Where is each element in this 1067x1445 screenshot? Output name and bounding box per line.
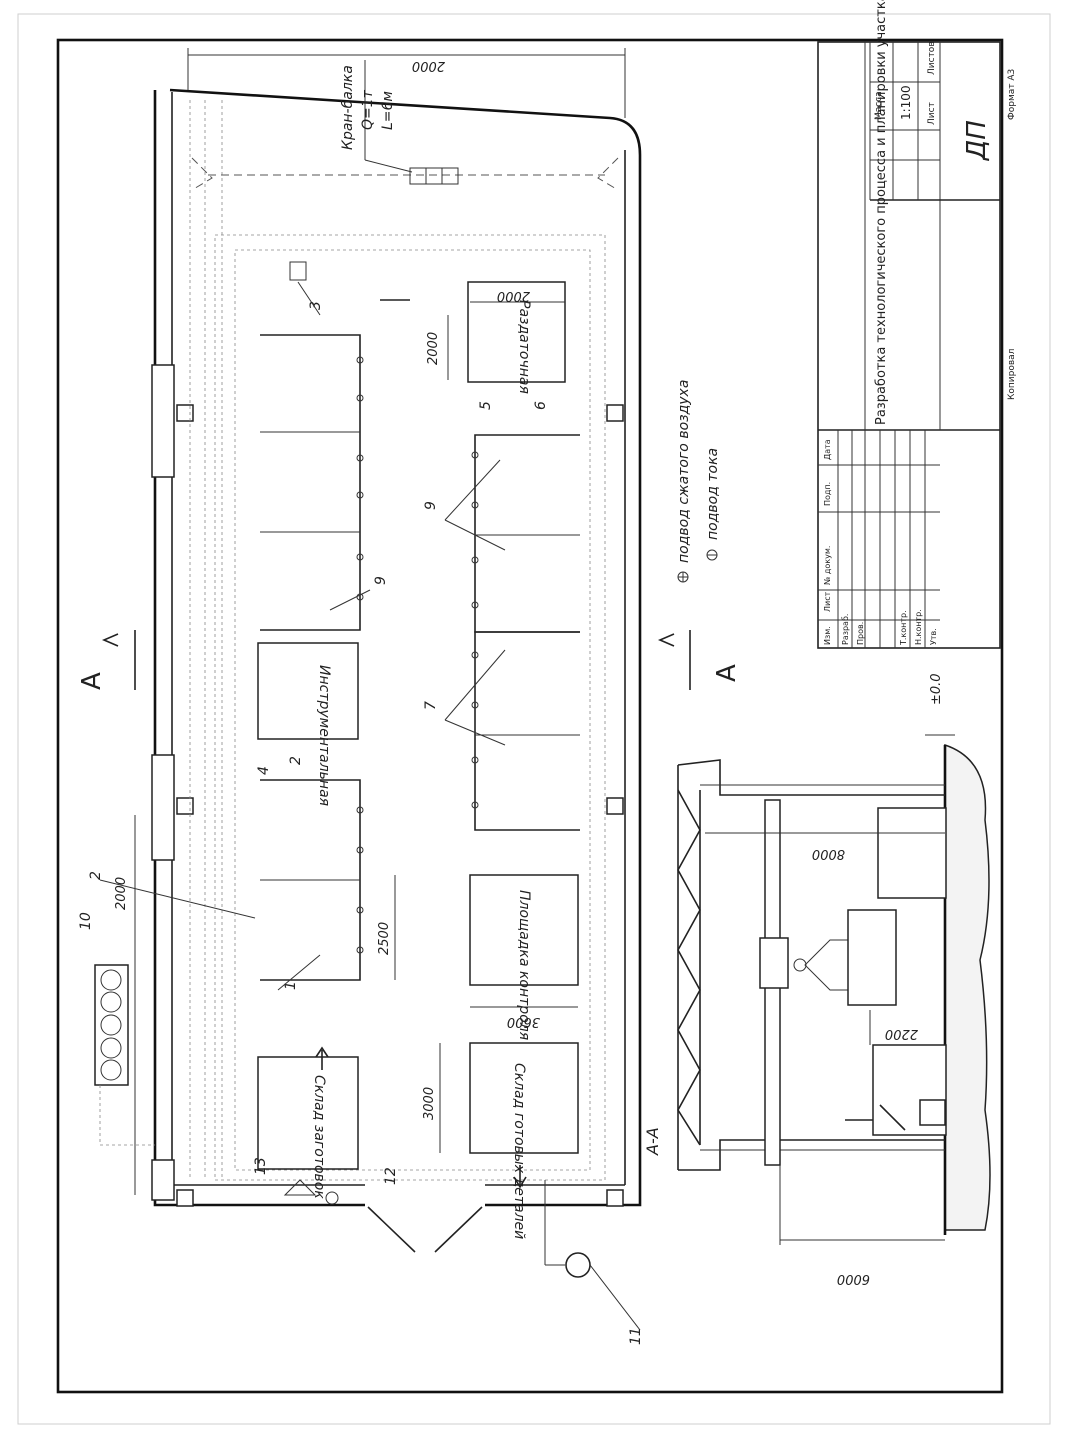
gauge-icon [565,1252,591,1278]
lower-bench-row-top [471,434,580,633]
sheet-inner-frame [56,38,1004,1394]
callout-13: 13 [253,1157,269,1175]
dim-overall-span: 2000 [412,58,445,73]
section-mark-left: A [77,672,107,690]
callout-12: 12 [383,1167,399,1185]
callout-9a: 9 [373,576,389,585]
section-title: A-A [643,1127,662,1156]
title-block-role-4: Утв. [929,628,938,645]
legend: подвод сжатого воздуха подвод тока [676,380,721,583]
floor-mark: ±0.0 [929,673,944,705]
dim-warehouse-width: 3600 [507,1014,540,1029]
dim-rack-length: 2000 [114,877,129,910]
title-block-copied: Копировал [1007,349,1017,400]
title-block-role-0: Разраб. [841,614,850,645]
room-blanks-warehouse-label: Склад заготовок [311,1075,327,1199]
section-a-a: 8000 2200 6000 ±0.0 A-A [643,673,991,1286]
crane-note-line-3: L=6м [380,91,396,130]
room-finished-warehouse-label: Склад готовых деталей [511,1063,527,1239]
room-distribution [467,281,566,383]
title-block-drawing-title: Разработка технологического процесса и п… [874,0,889,425]
sheet-outer-frame [17,13,1051,1425]
door-13-icon [283,1179,317,1196]
title-block-row-4: Дата [823,439,832,460]
upper-bench-row-right [260,334,364,631]
title-block-role-2: Т.контр. [899,610,908,646]
title-block-row-0: Изм. [823,626,832,645]
room-finished-warehouse [469,1042,579,1154]
callout-1: 1 [283,981,299,990]
callout-6: 6 [533,401,549,410]
callout-9b: 9 [423,501,439,510]
callout-5: 5 [478,401,494,410]
title-block-format: Формат А3 [1007,69,1017,120]
callout-10: 10 [78,912,94,930]
title-block-row-3: Подп. [823,482,832,506]
hook-icon [793,958,807,972]
callout-2b: 2 [288,756,304,765]
dim-room-side-a: 2000 [426,332,441,365]
crane-note-line-1: Кран-балка [340,65,356,150]
room-distribution-label: Раздаточная [516,300,532,394]
title-block-role-1: Пров. [856,622,865,645]
title-block-row-1: Лист [823,591,832,612]
legend-power: подвод тока [705,448,721,540]
crane-note-line-2: Q=1т [360,89,376,130]
callout-4: 4 [256,766,272,775]
title-block: Разработка технологического процесса и п… [817,0,1017,649]
callout-11: 11 [628,1327,644,1345]
upper-bench-row-left [260,779,364,981]
room-tool-room-label: Инструментальная [316,665,332,806]
room-quality-control [469,874,579,986]
section-mark-right: A [712,664,742,682]
plan-view: Кран-балка Q=1т L=6м 2000 2000 [77,48,742,1345]
lower-bench-row-bottom [471,631,580,831]
legend-compressed-air: подвод сжатого воздуха [676,380,692,563]
room-blanks-warehouse [257,1056,359,1170]
dim-room-side-b: 2000 [497,288,530,303]
title-block-row-2: № докум. [823,546,832,585]
hydrant-icon [325,1191,339,1205]
title-block-mass-label: Масса [874,91,884,120]
title-block-sheet-label: Лист [927,102,937,125]
callout-3: 3 [308,301,324,310]
title-block-scale: 1:100 [899,85,913,120]
title-block-sheet-code: ДП [962,120,992,161]
dim-bench-height: 2200 [885,1026,918,1041]
dim-crane-height: 8000 [812,846,845,861]
callout-2a: 2 [88,871,104,880]
callout-7: 7 [423,701,439,710]
dim-section-width: 6000 [837,1271,870,1286]
room-tool-room [257,642,359,740]
title-block-role-3: Н.контр. [914,609,923,645]
dim-warehouse-side: 3000 [422,1087,437,1120]
title-block-sheets-label: Листов [927,41,937,75]
dim-bay-depth: 2500 [377,922,392,955]
